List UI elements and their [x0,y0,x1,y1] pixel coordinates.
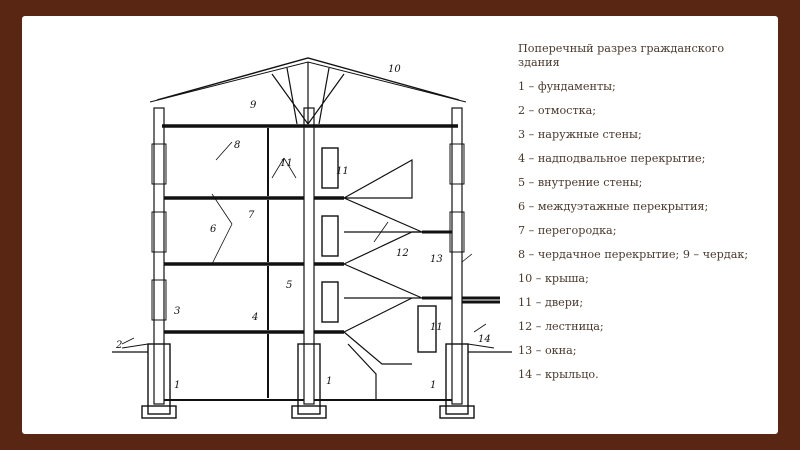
label-1-left: 1 [174,380,180,391]
label-9: 9 [250,100,257,111]
staircase [343,158,423,233]
label-2: 2 [115,340,122,351]
label-5: 5 [286,280,292,291]
label-10: 10 [388,64,401,75]
label-11-right: 11 [430,322,443,333]
legend-item: 10 – крыша; [518,272,589,285]
label-6: 6 [210,224,217,235]
legend-item: 3 – наружные стены; [518,128,642,141]
label-8: 8 [234,140,240,151]
legend-item: 5 – внутрение стены; [518,176,643,189]
legend-item: 7 – перегородка; [518,224,617,237]
label-13: 13 [430,254,443,265]
window [151,143,167,185]
label-11-top: 11 [280,158,293,169]
label-3: 3 [174,306,180,317]
inner-wall [303,107,315,405]
legend-item: 8 – чердачное перекрытие; 9 – чердак; [518,248,749,261]
left-outer-wall [153,107,165,405]
legend-item: 4 – надподвальное перекрытие; [518,152,706,165]
label-1-right: 1 [430,380,436,391]
foundation-middle [297,343,321,415]
legend-item: 2 – отмостка; [518,104,597,117]
label-7: 7 [248,210,255,221]
right-outer-wall [451,107,463,405]
label-11-stair: 11 [336,166,349,177]
door [321,147,339,189]
legend-item: 1 – фундаменты; [518,80,616,93]
foundation-left [147,343,171,415]
building-section-drawing: 1 1 1 2 3 4 5 6 7 8 9 10 11 11 11 12 13 … [112,57,512,419]
porch [462,296,500,304]
label-4: 4 [251,312,258,323]
foundation-right [445,343,469,415]
roof-truss [271,62,345,125]
legend-item: 12 – лестница; [518,320,604,333]
label-12: 12 [396,248,409,259]
interfloor-slabs [164,196,304,334]
legend-item: 14 – крыльцо. [518,368,599,381]
roof-line [156,57,460,101]
legend-item: 6 – междуэтажные перекрытия; [518,200,709,213]
label-14: 14 [478,334,491,345]
slide: 1 1 1 2 3 4 5 6 7 8 9 10 11 11 11 12 13 … [22,16,778,434]
label-1-middle: 1 [326,376,332,387]
slide-title: Поперечный разрез гражданского здания [518,42,725,69]
legend-item: 13 – окна; [518,344,577,357]
legend-item: 11 – двери; [518,296,584,309]
legend-panel: Поперечный разрез гражданского здания 1 … [518,42,768,392]
